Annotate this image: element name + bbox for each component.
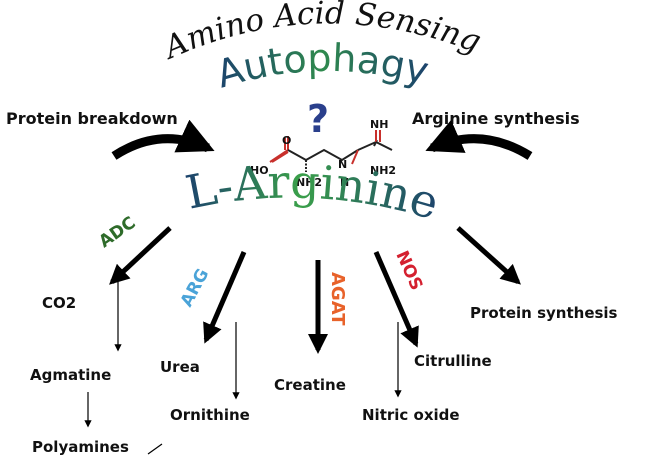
product-agmatine: Agmatine [30, 366, 111, 384]
atom-nh2-alpha: NH2 [296, 176, 322, 189]
atom-nh2-guanidino: NH2 [370, 164, 396, 177]
arginine-structure: O HO NH2 NH N H NH2 [250, 118, 396, 189]
arrow-protein-synthesis [456, 226, 521, 285]
product-polyamines: Polyamines [32, 438, 129, 456]
center-l-arginine: L-Arginine [181, 154, 445, 230]
arrow-arg [203, 251, 247, 344]
product-creatine: Creatine [274, 376, 346, 394]
enzyme-nos: NOS [391, 248, 426, 294]
product-protein-synthesis: Protein synthesis [470, 304, 618, 322]
product-nitric-oxide: Nitric oxide [362, 406, 460, 424]
enzyme-adc: ADC [95, 213, 139, 252]
atom-nh: NH [370, 118, 388, 131]
product-co2: CO2 [42, 294, 76, 312]
enzyme-agat: AGAT [327, 272, 348, 326]
arrow-polyamines-tick [147, 443, 163, 455]
product-citrulline: Citrulline [414, 352, 492, 370]
atom-n: N [338, 158, 347, 171]
atom-ho: HO [250, 164, 269, 177]
enzyme-arg: ARG [177, 265, 214, 310]
question-mark: ? [307, 97, 329, 141]
product-ornithine: Ornithine [170, 406, 250, 424]
arrow-nos [373, 251, 419, 348]
atom-o: O [282, 134, 291, 147]
arrow-adc [109, 226, 172, 285]
title-autophagy: Autophagy [212, 36, 433, 97]
arrow-protein-breakdown [111, 119, 215, 160]
product-urea: Urea [160, 358, 200, 376]
atom-h: H [340, 176, 349, 189]
label-protein-breakdown: Protein breakdown [6, 109, 178, 128]
label-arginine-synthesis: Arginine synthesis [412, 109, 580, 128]
arrow-arginine-synthesis [425, 119, 533, 160]
